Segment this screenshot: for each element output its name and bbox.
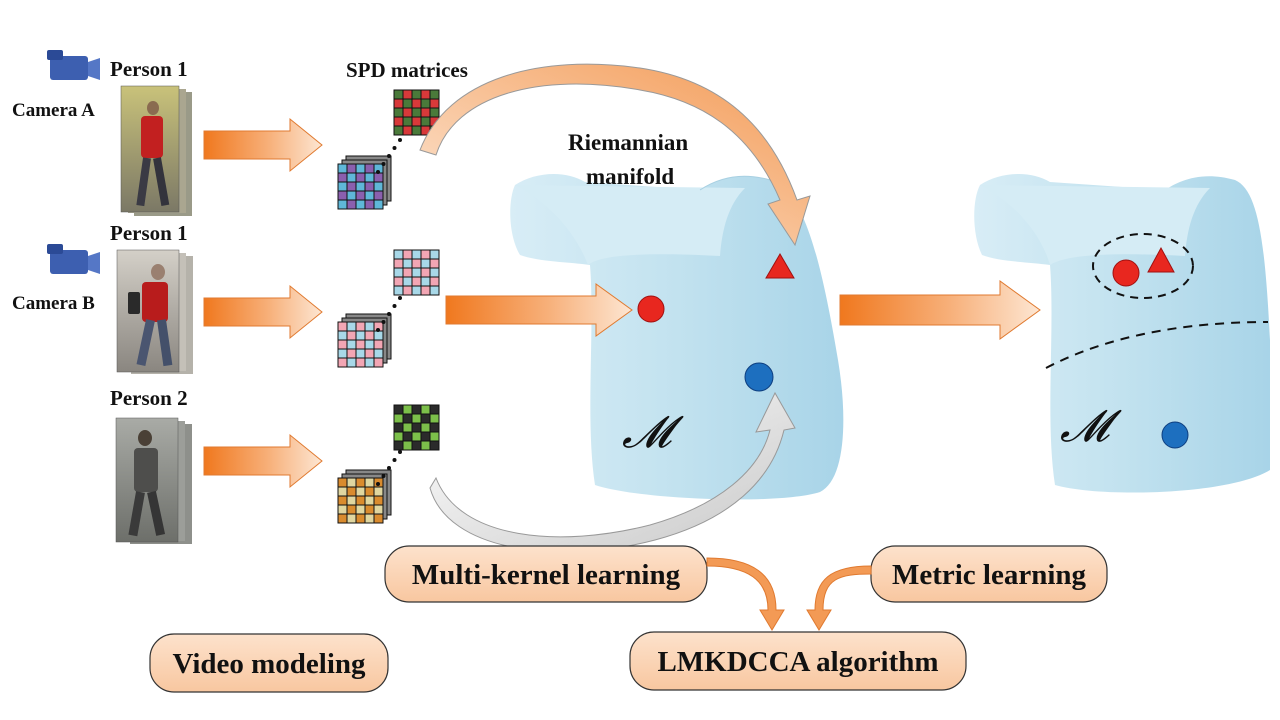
camera-a-icon	[47, 50, 100, 80]
spd-matrix	[337, 469, 392, 524]
curved-arrow-top	[419, 63, 811, 247]
ellipsis-dot	[392, 304, 397, 308]
spd-matrix	[393, 404, 440, 451]
person2-label: Person 2	[110, 386, 188, 410]
ellipsis-dot	[381, 320, 386, 324]
ellipsis-dot	[376, 170, 380, 174]
riemannian-label-line1: Riemannian	[568, 130, 688, 155]
arrow-video-to-spd-3	[203, 433, 323, 489]
person2-frames	[115, 417, 192, 544]
ellipsis-dot	[376, 482, 380, 486]
arrow-metric-to-lmkdcca	[806, 565, 872, 631]
multi-kernel-learning-box: Multi-kernel learning	[384, 545, 708, 603]
red-triangle-marker-right	[1147, 246, 1175, 273]
arrow-video-to-spd-2	[203, 284, 323, 340]
ellipsis-dot	[398, 138, 402, 142]
ellipsis-dot	[398, 296, 402, 300]
person1-camera-a-frames	[120, 85, 192, 216]
person1-b-label: Person 1	[110, 221, 188, 245]
lmkdcca-algorithm-label: LMKDCCA algorithm	[657, 646, 938, 678]
arrow-video-to-spd-1	[203, 117, 323, 173]
lmkdcca-algorithm-box: LMKDCCA algorithm	[629, 631, 967, 691]
riemannian-label-line2: manifold	[586, 164, 674, 189]
arrow-multi-kernel-to-lmkdcca	[706, 557, 785, 631]
spd-matrix	[393, 89, 440, 136]
red-triangle-marker-left	[765, 253, 795, 279]
metric-learning-label: Metric learning	[892, 559, 1087, 591]
arrow-manifold-to-learned	[839, 280, 1041, 340]
video-modeling-label: Video modeling	[172, 648, 366, 680]
decision-boundary-dashed	[1045, 321, 1269, 369]
metric-learning-box: Metric learning	[870, 545, 1108, 603]
ellipsis-dot	[392, 458, 397, 462]
cluster-dashed-ellipse	[1092, 233, 1194, 299]
camera-b-label: Camera B	[12, 293, 95, 314]
blue-circle-marker-right	[1161, 421, 1189, 449]
person1-a-label: Person 1	[110, 57, 188, 81]
arrow-spd-to-manifold	[445, 283, 633, 337]
ellipsis-dot	[392, 146, 397, 150]
red-circle-marker-left	[637, 295, 665, 323]
ellipsis-dot	[381, 474, 386, 478]
spd-matrices-label: SPD matrices	[346, 58, 468, 82]
riemannian-manifold-left	[510, 174, 844, 500]
ellipsis-dot	[387, 312, 391, 316]
ellipsis-dot	[387, 466, 391, 470]
camera-a-label: Camera A	[12, 100, 95, 121]
blue-circle-marker-left	[744, 362, 774, 392]
person1-camera-b-frames	[116, 249, 193, 374]
ellipsis-dot	[376, 328, 380, 332]
spd-matrices	[337, 89, 440, 524]
multi-kernel-learning-label: Multi-kernel learning	[412, 559, 681, 591]
ellipsis-dot	[381, 162, 386, 166]
spd-matrix	[337, 313, 392, 368]
ellipsis-dot	[387, 154, 391, 158]
ellipsis-dot	[398, 450, 402, 454]
camera-b-icon	[47, 244, 100, 274]
riemannian-manifold-right	[974, 174, 1270, 493]
video-modeling-box: Video modeling	[149, 633, 389, 693]
spd-matrix	[393, 249, 440, 296]
red-circle-marker-right	[1112, 259, 1140, 287]
